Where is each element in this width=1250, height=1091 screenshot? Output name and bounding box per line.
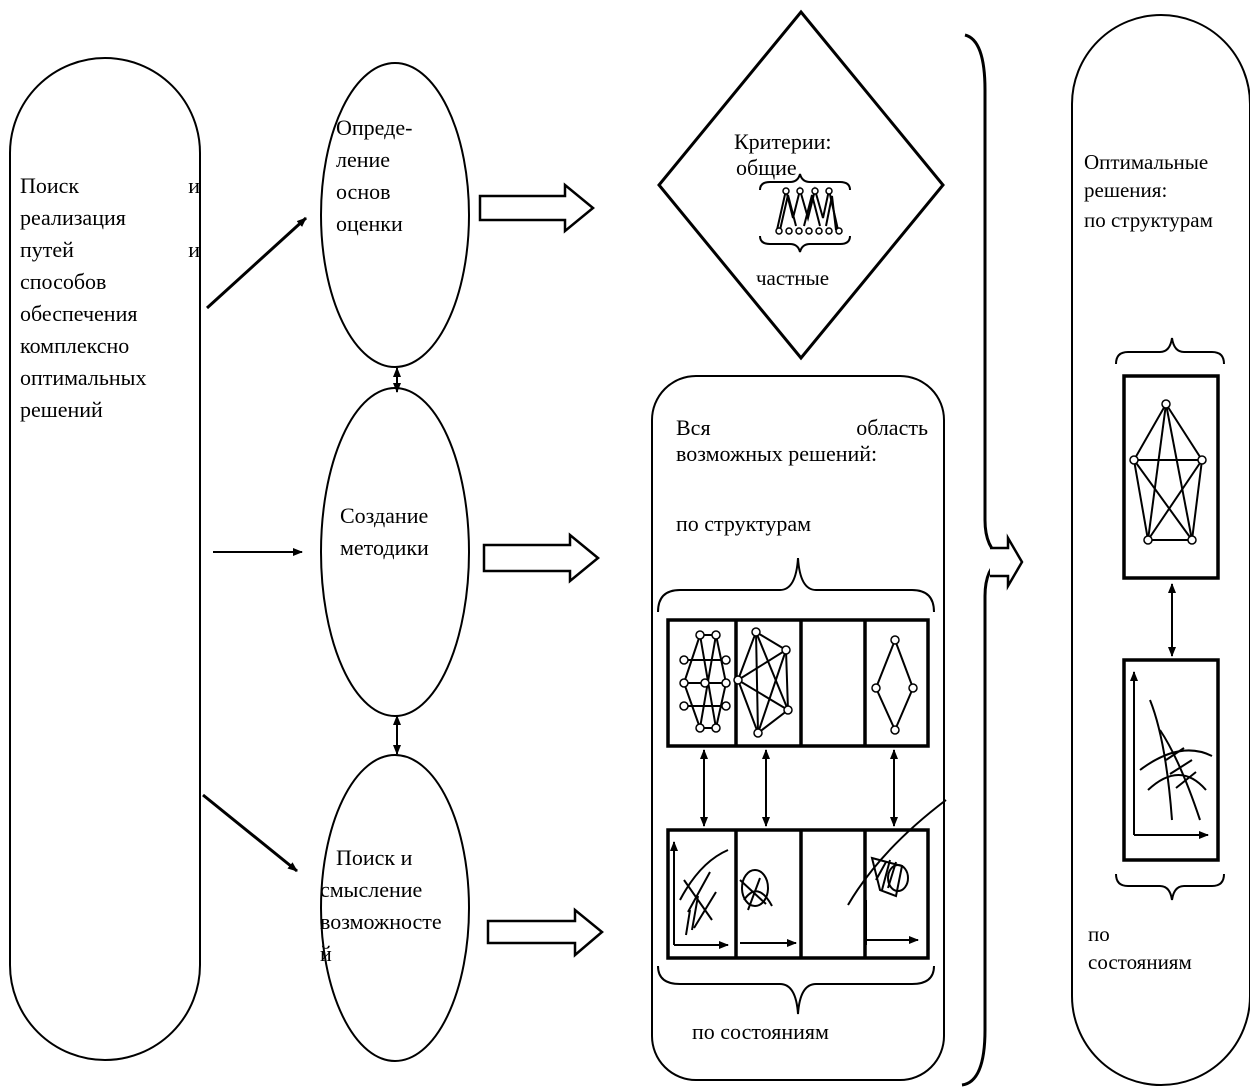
solution-area-structures-label: по структурам [676, 511, 812, 536]
left-line: реализация [20, 205, 126, 230]
left-line: способов [20, 269, 107, 294]
criteria-particular: частные [756, 266, 830, 290]
states-row [666, 828, 930, 960]
optimal-brace-bottom [1115, 873, 1225, 901]
optimal-state-box [1122, 658, 1220, 862]
criteria-figure [775, 186, 843, 235]
left-block-frame [9, 57, 201, 1061]
stage-define-text: Опреде- ление основ оценки [336, 115, 413, 236]
optimal-frame [1071, 14, 1250, 1086]
structure-graph-pentagon [733, 627, 793, 738]
states-brace [657, 965, 935, 1015]
left-line: решений [20, 397, 103, 422]
optimal-brace-top [1115, 337, 1225, 365]
structure-graph-hexagon [679, 630, 731, 733]
solution-area-frame [651, 375, 945, 1081]
criteria-brace-bottom [759, 235, 851, 253]
optimal-state-sketch [1130, 671, 1213, 839]
state-sketch-1 [670, 841, 729, 949]
optimal-title: Оптимальные решения: [1084, 150, 1209, 202]
left-line: оптимальных [20, 365, 147, 390]
stage-search-oval [320, 754, 470, 1062]
criteria-title: Критерии: [734, 129, 832, 154]
block-arrow-3 [486, 907, 604, 958]
block-arrow-2 [482, 532, 600, 584]
optimal-structures-label: по структурам [1084, 208, 1213, 232]
arrow-to-define [205, 216, 308, 310]
structures-row [666, 618, 930, 748]
criteria-brace-top [759, 173, 851, 191]
block-arrow-1 [478, 182, 595, 234]
left-line: комплексно [20, 333, 130, 358]
optimal-states-label: по состояниям [1088, 922, 1192, 974]
block-arrow-optimal [990, 533, 1024, 591]
arrow-to-search [202, 793, 298, 873]
stage-method-text: Создание методики [340, 503, 429, 560]
left-line: обеспечения [20, 301, 138, 326]
solution-area-states-label: по состояниям [692, 1019, 829, 1044]
state-sketch-3 [847, 799, 947, 945]
state-sketch-2 [739, 869, 797, 947]
structures-brace [657, 557, 935, 613]
criteria-general: общие [736, 155, 797, 180]
optimal-structure-box [1122, 374, 1220, 580]
criteria-diamond [657, 9, 945, 361]
structure-graph-rhombus [871, 635, 918, 735]
stage-search-text: Поиск и смысление возможносте й [320, 845, 442, 966]
optimal-structure-graph [1129, 399, 1207, 545]
